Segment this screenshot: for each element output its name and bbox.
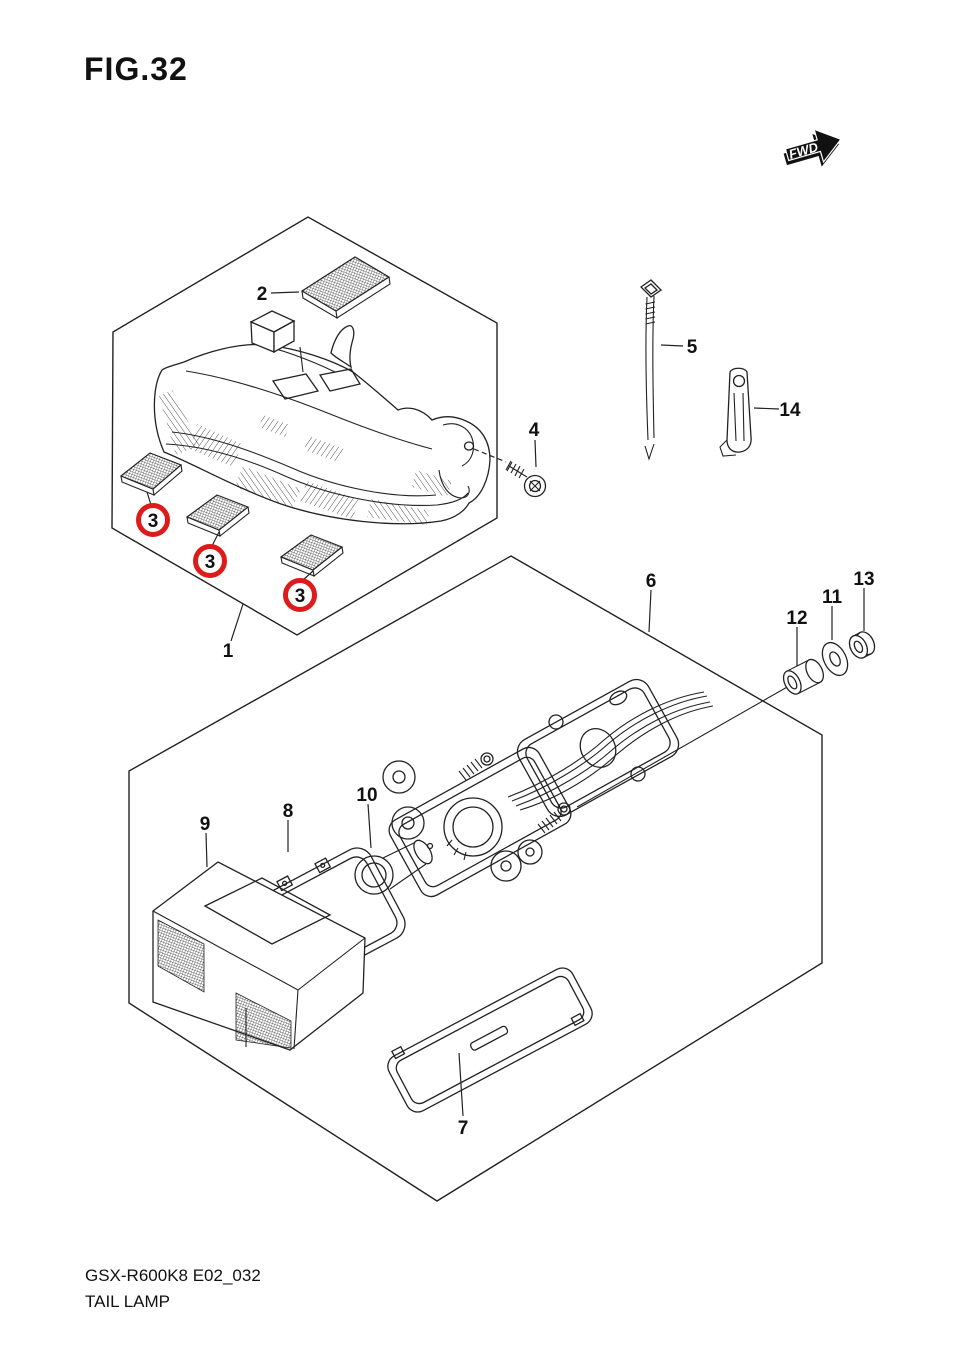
lens-hatch [235,466,301,508]
part-label-3: 3 [148,511,159,532]
part-label-11: 11 [822,587,843,608]
bulb-socket [382,760,416,794]
part-label-12: 12 [786,608,807,629]
reflector-pad-3a [119,452,183,497]
highlight-circle-3b: 3 [193,544,227,578]
lower-assembly-box [128,555,823,1202]
part-label-7: 7 [458,1118,469,1139]
highlight-circle-3a: 3 [136,503,170,537]
fwd-arrow-icon: FWD [783,128,842,167]
lamp-ring [443,797,503,857]
mounting-stud [458,752,494,781]
reflector-pad-2 [300,256,391,320]
highlight-ring [283,578,317,612]
mount-plate [516,678,680,818]
lens-hatch [259,415,290,437]
part-label-13: 13 [853,569,874,590]
part-label-3: 3 [295,586,306,607]
lens-hatch [304,436,344,462]
part-label-8: 8 [283,801,294,822]
band-part14 [719,367,752,457]
highlight-ring [136,503,170,537]
leader-lines [146,291,865,1117]
part-label-14: 14 [779,400,801,421]
housing-reflector-front [235,992,292,1049]
nut-part13 [848,631,876,659]
bulb-part10 [354,839,434,895]
housing-reflector-left [157,919,205,993]
lens-hatch [367,499,430,525]
figure-title: FIG.32 [84,51,188,87]
part-label-9: 9 [200,814,211,835]
lamp-base-assembly [382,678,790,898]
screw-part4 [473,448,547,498]
wire-harness [507,691,714,811]
footer-figure-name: TAIL LAMP [85,1292,170,1311]
reflector-pad-3b [185,494,250,538]
bulb-socket [517,839,543,865]
fwd-arrow-face [784,128,842,164]
part-label-1: 1 [223,641,234,662]
lamp-fin [330,325,355,369]
highlight-ring [193,544,227,578]
part-label-6: 6 [646,571,657,592]
mounting-stud [537,802,571,834]
housing-recess [271,373,320,400]
lens-housing-part9 [152,861,366,1051]
part-label-2: 2 [257,284,268,305]
lens-hatch [190,424,242,467]
plate-hole [548,714,564,730]
housing-recess [318,368,362,392]
bulb-socket [490,850,522,882]
fastener-alignment-line [576,685,790,808]
washer-part11 [821,641,849,677]
upper-assembly-box [111,216,498,636]
plate-hole [630,766,646,782]
bushing-part12 [782,658,825,695]
cable-tie-part5 [639,279,663,461]
lens-hatch [412,470,452,497]
lens-hatch [300,481,360,519]
tail-lamp-body [153,310,491,525]
cover-part7 [387,967,593,1113]
screw-hole [463,441,475,451]
footer-model-code: GSX-R600K8 E02_032 [85,1266,261,1285]
part-label-10: 10 [356,785,377,806]
part-label-5: 5 [687,337,698,358]
lamp-top-tab [249,310,296,354]
reflector-pad-3c [279,534,344,578]
part-label-3: 3 [205,552,216,573]
highlight-circle-3c: 3 [283,578,317,612]
part-label-4: 4 [529,420,540,441]
lens-hatch-left [159,390,200,455]
bulb-socket [391,806,425,840]
